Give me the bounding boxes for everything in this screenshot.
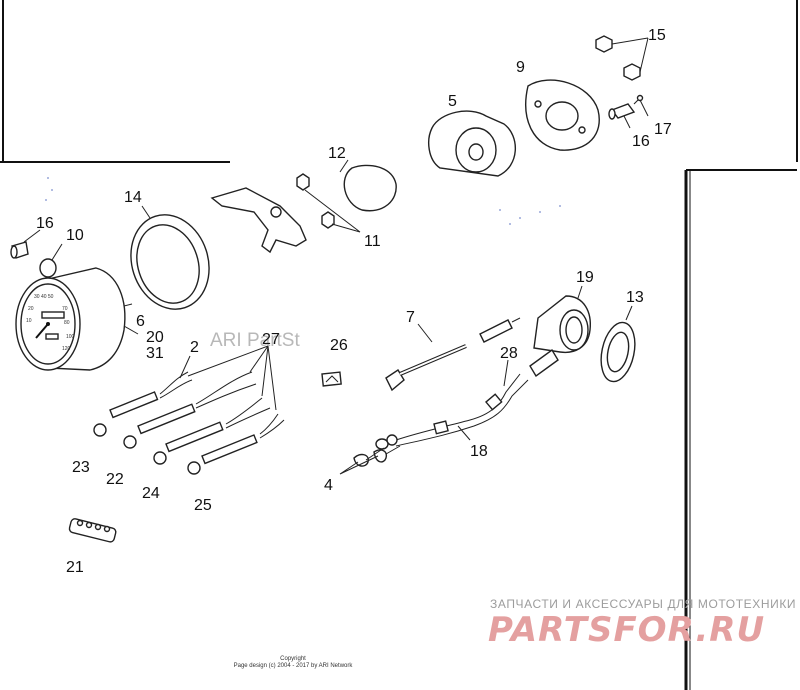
part-18-wiring-harness[interactable] [339,359,529,475]
callout-10[interactable]: 10 [66,227,84,244]
promo-tagline: ЗАПЧАСТИ И АКСЕССУАРЫ ДЛЯ МОТОТЕХНИКИ [490,597,797,611]
callout-31[interactable]: 31 [146,345,164,362]
callout-2[interactable]: 2 [190,339,199,356]
callout-6[interactable]: 6 [136,313,145,330]
svg-text:100: 100 [66,334,75,340]
callout-24[interactable]: 24 [142,485,160,502]
speedometer-dial-ticks: 30 40 50 20 70 10 80 100 120 [26,294,75,352]
callout-4[interactable]: 4 [324,477,333,494]
socket-23[interactable] [93,371,193,437]
callout-20[interactable]: 20 [146,329,164,346]
part-7-drive-cable[interactable] [385,317,521,392]
bulb-sockets[interactable] [93,345,285,475]
callout-12[interactable]: 12 [328,145,346,162]
part-16-10-fasteners[interactable] [10,229,63,278]
part-19-drive-unit[interactable] [529,285,591,378]
part-6-speedometer[interactable]: 30 40 50 20 70 10 80 100 120 [15,267,139,371]
callout-26[interactable]: 26 [330,337,348,354]
callout-28[interactable]: 28 [500,345,518,362]
part-9-flange[interactable] [525,79,600,151]
callout-21[interactable]: 21 [66,559,84,576]
part-11-bracket[interactable] [210,173,361,254]
part-15-nuts[interactable] [595,35,649,81]
dither-artifacts [45,177,561,225]
callout-23[interactable]: 23 [72,459,90,476]
callout-labels: 15 9 5 17 16 12 14 11 16 10 19 13 7 6 20… [36,27,672,576]
callout-14[interactable]: 14 [124,189,142,206]
part-5-housing[interactable] [428,110,517,177]
svg-text:30 40 50: 30 40 50 [34,294,54,300]
part-12-inner-cup[interactable] [339,159,397,212]
callout-27[interactable]: 27 [262,331,280,348]
callout-25[interactable]: 25 [194,497,212,514]
part-16-17-screw[interactable] [608,94,649,129]
callout-16-left[interactable]: 16 [36,215,54,232]
copyright-title: Copyright [280,656,306,662]
callout-7[interactable]: 7 [406,309,415,326]
callout-18[interactable]: 18 [470,443,488,460]
callout-11[interactable]: 11 [364,233,381,250]
part-14-bezel-ring[interactable] [119,205,221,320]
svg-text:120: 120 [62,346,71,352]
socket-24[interactable] [153,397,271,465]
socket-25[interactable] [187,413,285,475]
callout-5[interactable]: 5 [448,93,457,110]
callout-16-top[interactable]: 16 [632,133,650,150]
watermark-text: ARI PartSt [210,330,300,351]
copyright-notice: Copyright Page design (c) 2004 - 2017 by… [218,656,368,670]
callout-15[interactable]: 15 [648,27,666,44]
part-13-washer[interactable] [596,305,640,385]
socket-22[interactable] [123,371,257,449]
callout-9[interactable]: 9 [516,59,525,76]
brand-logo-text[interactable]: PARTSFOR.RU [488,610,766,650]
part-26-clip[interactable] [321,371,342,387]
svg-text:20: 20 [28,306,34,312]
callout-13[interactable]: 13 [626,289,644,306]
callout-22[interactable]: 22 [106,471,124,488]
callout-19[interactable]: 19 [576,269,594,286]
part-21-socket-plate[interactable] [68,518,117,543]
svg-text:70: 70 [62,306,68,312]
callout-17[interactable]: 17 [654,121,672,138]
copyright-line: Page design (c) 2004 - 2017 by ARI Netwo… [233,663,353,669]
svg-text:10: 10 [26,318,32,324]
svg-text:80: 80 [64,320,70,326]
